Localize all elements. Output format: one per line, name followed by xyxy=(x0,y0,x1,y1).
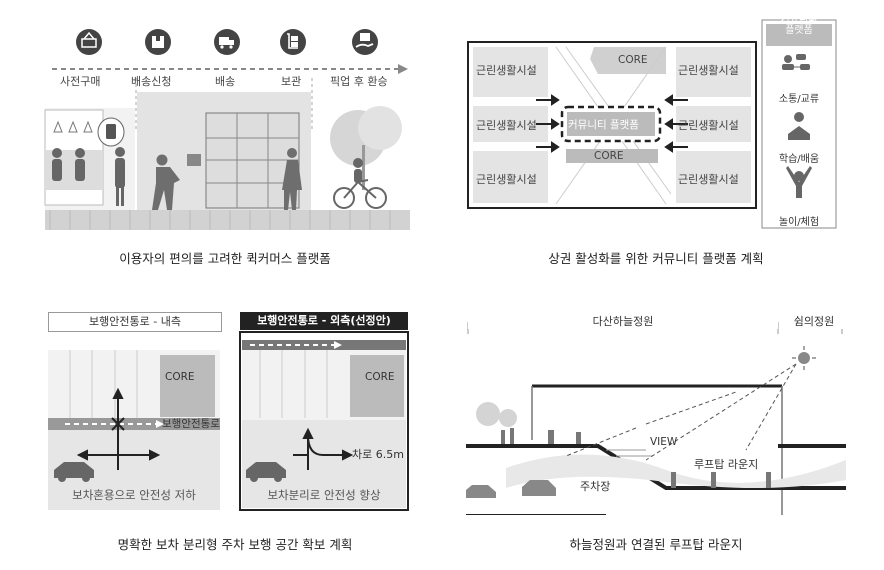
view-label: VIEW xyxy=(650,436,678,448)
talk-icon xyxy=(782,54,810,70)
panel-pedestrian-path: 보행안전통로 - 내측 보행안전통로 - 외측(선정안) xyxy=(40,310,430,515)
caption-quick-commerce: 이용자의 편의를 고려한 퀵커머스 플랫폼 xyxy=(119,251,331,266)
pickup-hand-icon xyxy=(352,29,378,55)
step-label: 픽업 후 환승 xyxy=(330,75,388,88)
panel-rooftop-lounge: 다산하늘정원 쉼의정원 VIEW 루프탑 라운지 주차장 xyxy=(466,310,846,515)
panel-community-platform: 근린생활시설 근린생활시설 근린생활시설 근린생활시설 근린생활시설 근린생활시… xyxy=(466,14,846,232)
inner-path-title: 보행안전통로 - 내측 xyxy=(48,312,222,332)
box-icon xyxy=(145,29,171,55)
core-label: CORE xyxy=(365,371,395,383)
panel-quick-commerce: 사전구매 배송신청 배송 보관 픽업 후 환승 xyxy=(40,20,410,235)
tree-illustration xyxy=(330,106,402,190)
truck-icon xyxy=(214,29,240,55)
sun-icon xyxy=(792,346,816,370)
mixed-traffic-note: 보차혼용으로 안전성 저하 xyxy=(72,488,196,502)
rooftop-lounge-label: 루프탑 라운지 xyxy=(694,458,759,471)
shop-label: 근린생활시설 xyxy=(476,64,537,77)
lane-width-label: 차로 6.5m xyxy=(352,448,404,461)
basket-icon xyxy=(76,29,102,55)
quick-commerce-illustration xyxy=(44,29,410,230)
caption-rooftop-lounge: 하늘정원과 연결된 루프탑 라운지 xyxy=(569,537,743,552)
sky-garden-label: 다산하늘정원 xyxy=(468,313,778,329)
community-platform-label: 커뮤니티 플랫폼 xyxy=(568,119,639,131)
rooftop-section-illustration xyxy=(466,322,846,515)
shop-label: 근린생활시설 xyxy=(678,64,739,77)
rest-garden-label: 쉼의정원 xyxy=(784,313,844,329)
outer-path-title: 보행안전통로 - 외측(선정안) xyxy=(240,312,408,330)
separated-traffic-note: 보차분리로 안전성 향상 xyxy=(267,488,381,502)
legend-item: 학습/배움 xyxy=(778,154,820,165)
step-label: 보관 xyxy=(281,75,302,88)
play-icon xyxy=(786,166,812,198)
core-label: CORE xyxy=(594,150,624,162)
caption-community-platform: 상권 활성화를 위한 커뮤니티 플랫폼 계획 xyxy=(548,251,764,266)
step-label: 배송 xyxy=(215,75,236,88)
legend-item: 소통/교류 xyxy=(778,94,820,105)
pedestrian-path-label: 보행안전통로 xyxy=(162,418,220,430)
core-label: CORE xyxy=(165,371,195,383)
shop-label: 근린생활시설 xyxy=(678,173,739,186)
step-label: 사전구매 xyxy=(60,75,101,88)
parking-label: 주차장 xyxy=(580,480,611,493)
shop-label: 근린생활시설 xyxy=(476,119,537,132)
legend-item: 놀이/체험 xyxy=(778,217,820,228)
pedestrian-path-illustration xyxy=(48,331,409,511)
core-label: CORE xyxy=(618,54,648,66)
community-floorplan xyxy=(467,19,837,229)
step-label: 배송신청 xyxy=(131,75,172,88)
shop-label: 근린생활시설 xyxy=(476,173,537,186)
caption-pedestrian-path: 명확한 보차 분리형 주차 보행 공간 확보 계획 xyxy=(117,537,353,552)
legend-title: 커뮤니티 플랫폼 xyxy=(780,14,818,36)
dolly-icon xyxy=(280,29,306,55)
learning-icon xyxy=(788,112,810,140)
shop-label: 근린생활시설 xyxy=(678,119,739,132)
